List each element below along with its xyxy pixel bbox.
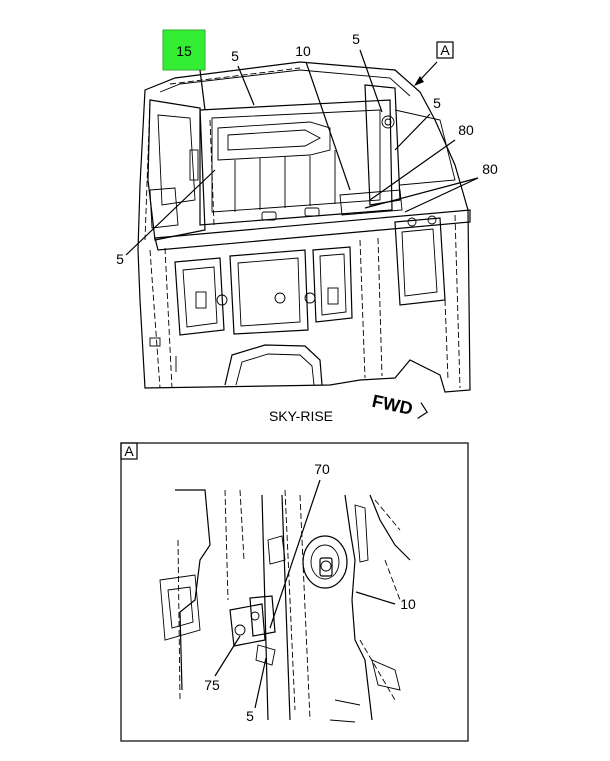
part-15-highlight[interactable] [162, 29, 206, 71]
leader-5-right-mid [394, 113, 431, 151]
leader-5-right-top [359, 49, 383, 113]
detail-a-drawing [159, 489, 411, 723]
callout-15: 15 [176, 43, 192, 59]
leader-80-b-1 [364, 177, 479, 209]
leader-80-b-2 [404, 177, 479, 213]
detail-a-tag-box [120, 442, 138, 460]
callout-5-right-mid: 5 [433, 95, 441, 111]
leader-5-top [237, 65, 255, 106]
view-a-arrow-head [414, 76, 424, 86]
cab-roof-assembly [137, 61, 471, 393]
detail-callout-5: 5 [246, 708, 254, 724]
detail-leader-70 [269, 479, 321, 629]
view-caption: SKY-RISE [269, 408, 333, 424]
callout-5-left: 5 [116, 251, 124, 267]
detail-leader-75 [214, 635, 241, 677]
fwd-arrow-icon [417, 402, 428, 419]
callout-80-a: 80 [458, 122, 474, 138]
view-a-tag: A [440, 42, 450, 58]
detail-leader-10 [355, 591, 396, 605]
detail-callout-70: 70 [314, 461, 330, 477]
detail-callout-75: 75 [204, 677, 220, 693]
fwd-indicator: FWD [370, 391, 428, 419]
fwd-label: FWD [370, 391, 414, 419]
detail-a-frame [120, 442, 469, 742]
detail-a-tag: A [124, 443, 134, 459]
callout-5-right-top: 5 [352, 31, 360, 47]
detail-callout-10: 10 [400, 596, 416, 612]
view-a-tag-box [436, 41, 454, 59]
detail-leader-5 [254, 657, 267, 709]
leader-15 [199, 69, 206, 111]
view-a-arrow [419, 61, 438, 81]
callout-80-b: 80 [482, 161, 498, 177]
leader-80-a [369, 139, 456, 201]
callout-5-top: 5 [231, 48, 239, 64]
leader-5-left [125, 169, 216, 256]
callout-10-top: 10 [295, 43, 311, 59]
leader-10-top [305, 61, 351, 191]
